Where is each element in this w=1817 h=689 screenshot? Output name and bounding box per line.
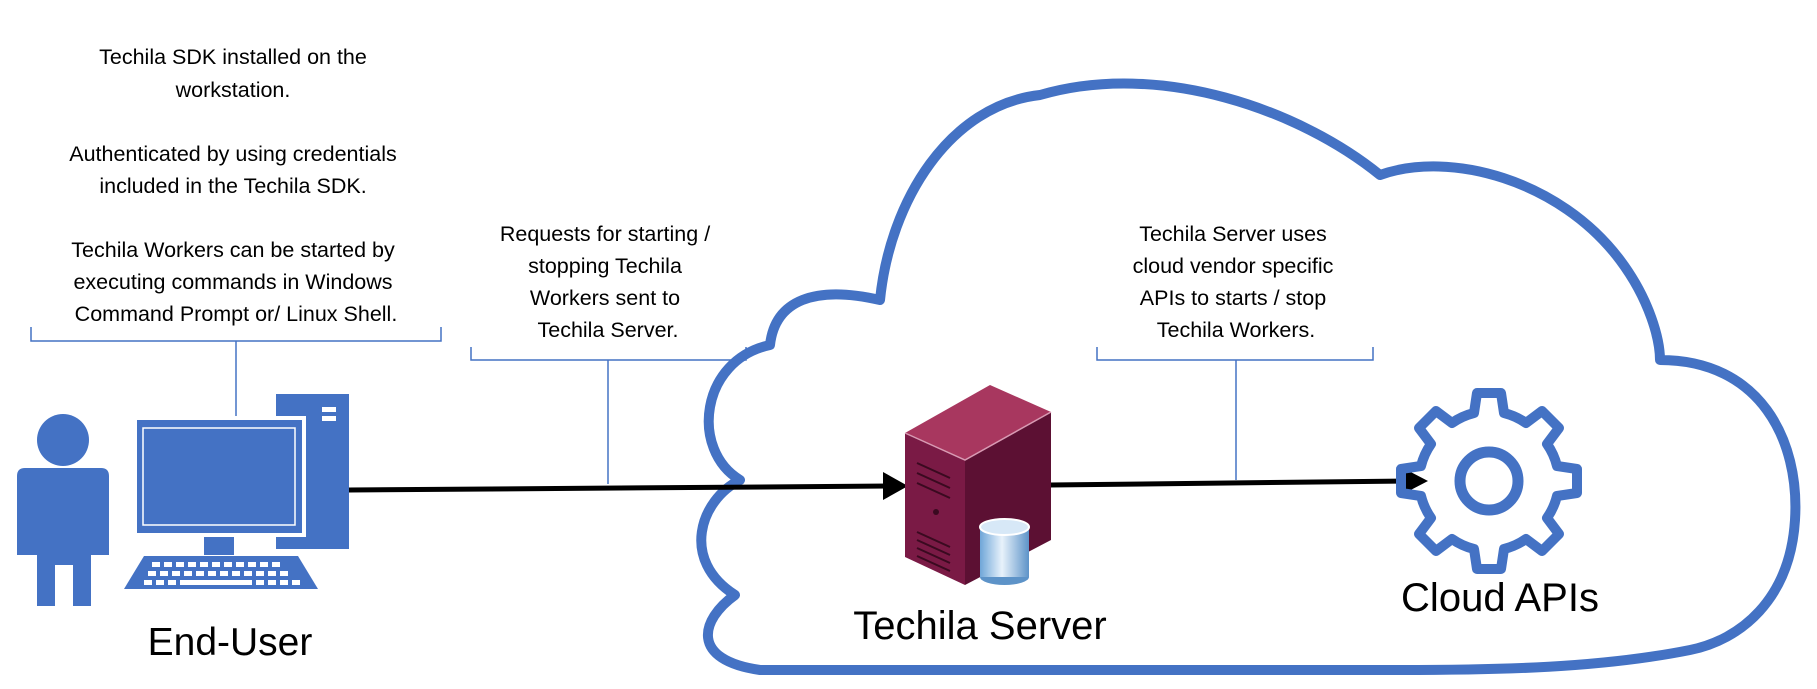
server-note-line: Techila Workers. <box>1157 318 1316 342</box>
workstation-note-line: Command Prompt or/ Linux Shell. <box>75 302 398 326</box>
requests-note-bracket <box>470 347 747 484</box>
cloud-outline <box>696 78 1801 675</box>
server-note-line: APIs to starts / stop <box>1140 286 1326 310</box>
workstation-note-line: workstation. <box>175 78 291 102</box>
requests-note-line: stopping Techila <box>528 254 682 278</box>
server-note-line: cloud vendor specific <box>1133 254 1334 278</box>
workstation-note-line: included in the Techila SDK. <box>99 174 366 198</box>
workstation-note-line: Techila Workers can be started by <box>71 238 395 262</box>
person-icon <box>17 414 109 606</box>
workstation-note-line: Authenticated by using credentials <box>69 142 397 166</box>
requests-note-line: Requests for starting / <box>500 222 710 246</box>
requests-note-line: Techila Server. <box>537 318 678 342</box>
server-icon <box>904 385 1052 585</box>
arrow-server-to-apis <box>1049 478 1406 488</box>
requests-note: Requests for starting / stopping Techila… <box>500 222 716 342</box>
cloud-apis-label: Cloud APIs <box>1401 576 1599 620</box>
workstation-note: Techila SDK installed on the workstation… <box>69 45 402 326</box>
server-note: Techila Server uses cloud vendor specifi… <box>1133 222 1340 342</box>
workstation-note-bracket <box>30 327 442 416</box>
workstation-note-line: Techila SDK installed on the <box>99 45 367 69</box>
arrow-user-to-server <box>348 481 901 493</box>
arrowhead-user-to-server <box>883 472 908 500</box>
requests-note-line: Workers sent to <box>530 286 680 310</box>
server-note-bracket <box>1096 347 1374 480</box>
workstation-note-line: executing commands in Windows <box>73 270 392 294</box>
techila-server-label: Techila Server <box>853 604 1106 648</box>
gear-icon <box>1396 388 1582 574</box>
arrowhead-server-to-apis <box>1401 467 1428 495</box>
server-note-line: Techila Server uses <box>1139 222 1327 246</box>
database-icon <box>979 518 1030 585</box>
workstation-computer-icon <box>124 394 349 589</box>
end-user-label: End-User <box>148 621 313 664</box>
